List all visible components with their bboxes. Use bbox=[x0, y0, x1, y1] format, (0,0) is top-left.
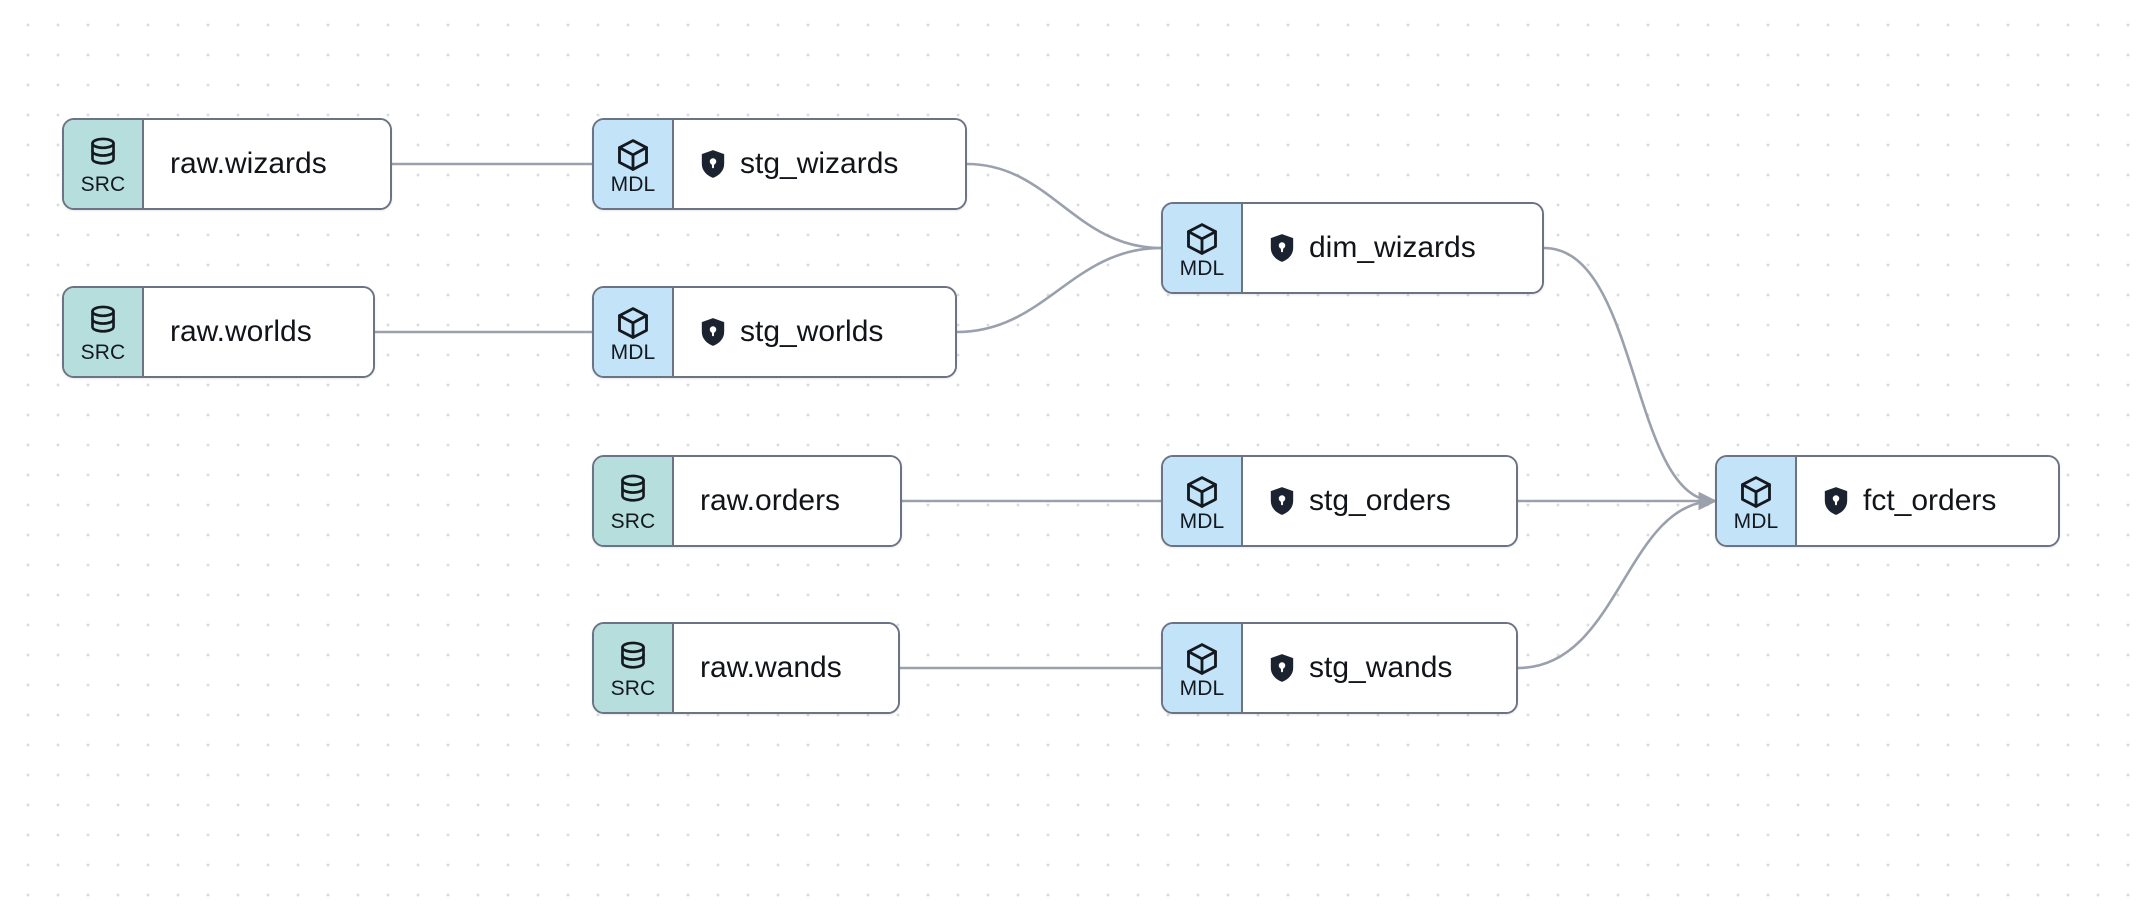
node-body-raw_orders: raw.orders bbox=[674, 457, 900, 545]
node-label: raw.orders bbox=[700, 484, 841, 517]
lineage-node-raw_orders[interactable]: SRC raw.orders bbox=[592, 455, 902, 547]
node-type-badge-fct_orders: MDL bbox=[1717, 457, 1797, 545]
node-type-badge-raw_wizards: SRC bbox=[64, 120, 144, 208]
node-type-badge-raw_wands: SRC bbox=[594, 624, 674, 712]
cube-icon bbox=[1187, 223, 1217, 255]
lineage-node-stg_worlds[interactable]: MDL stg_worlds bbox=[592, 286, 957, 378]
node-label: raw.worlds bbox=[170, 315, 312, 348]
lineage-node-raw_wands[interactable]: SRC raw.wands bbox=[592, 622, 900, 714]
database-icon bbox=[621, 474, 645, 502]
node-type-badge-label: MDL bbox=[610, 173, 656, 196]
node-body-stg_wizards: stg_wizards bbox=[674, 120, 965, 208]
node-label: raw.wands bbox=[700, 651, 842, 684]
node-type-badge-label: SRC bbox=[80, 173, 126, 196]
cube-icon bbox=[1187, 643, 1217, 675]
node-body-fct_orders: fct_orders bbox=[1797, 457, 2058, 545]
node-label: stg_wizards bbox=[740, 147, 899, 180]
node-type-badge-label: SRC bbox=[610, 677, 656, 700]
node-type-badge-label: MDL bbox=[1733, 510, 1779, 533]
node-label: dim_wizards bbox=[1309, 231, 1476, 264]
lineage-node-stg_orders[interactable]: MDL stg_orders bbox=[1161, 455, 1518, 547]
node-type-badge-label: MDL bbox=[1179, 257, 1225, 280]
shield-lock-icon bbox=[1270, 234, 1294, 262]
database-icon bbox=[91, 137, 115, 165]
cube-icon bbox=[1187, 476, 1217, 508]
shield-lock-icon bbox=[1824, 487, 1848, 515]
node-label: stg_orders bbox=[1309, 484, 1451, 517]
node-body-stg_wands: stg_wands bbox=[1243, 624, 1516, 712]
node-label: fct_orders bbox=[1863, 484, 1997, 517]
node-body-raw_worlds: raw.worlds bbox=[144, 288, 373, 376]
edge-stg-wands-fct-orders bbox=[1516, 491, 1717, 670]
lineage-node-fct_orders[interactable]: MDL fct_orders bbox=[1715, 455, 2060, 547]
node-type-badge-label: SRC bbox=[610, 510, 656, 533]
shield-lock-icon bbox=[1270, 487, 1294, 515]
node-type-badge-label: MDL bbox=[1179, 677, 1225, 700]
node-body-raw_wands: raw.wands bbox=[674, 624, 898, 712]
node-label: stg_wands bbox=[1309, 651, 1453, 684]
node-type-badge-raw_worlds: SRC bbox=[64, 288, 144, 376]
node-type-badge-dim_wizards: MDL bbox=[1163, 204, 1243, 292]
node-type-badge-raw_orders: SRC bbox=[594, 457, 674, 545]
cube-icon bbox=[1741, 476, 1771, 508]
edge-dim-wizards-fct-orders bbox=[1542, 246, 1717, 511]
database-icon bbox=[621, 641, 645, 669]
lineage-node-raw_wizards[interactable]: SRC raw.wizards bbox=[62, 118, 392, 210]
node-body-dim_wizards: dim_wizards bbox=[1243, 204, 1542, 292]
edge-stg-worlds-dim-wizards bbox=[955, 246, 1163, 334]
lineage-node-raw_worlds[interactable]: SRC raw.worlds bbox=[62, 286, 375, 378]
database-icon bbox=[91, 305, 115, 333]
edge-stg-wizards-dim-wizards bbox=[965, 162, 1163, 250]
node-type-badge-label: SRC bbox=[80, 341, 126, 364]
node-label: stg_worlds bbox=[740, 315, 884, 348]
node-type-badge-stg_orders: MDL bbox=[1163, 457, 1243, 545]
node-body-stg_orders: stg_orders bbox=[1243, 457, 1516, 545]
shield-lock-icon bbox=[701, 318, 725, 346]
cube-icon bbox=[618, 139, 648, 171]
node-type-badge-stg_wands: MDL bbox=[1163, 624, 1243, 712]
node-type-badge-stg_wizards: MDL bbox=[594, 120, 674, 208]
lineage-node-stg_wands[interactable]: MDL stg_wands bbox=[1161, 622, 1518, 714]
lineage-node-dim_wizards[interactable]: MDL dim_wizards bbox=[1161, 202, 1544, 294]
node-type-badge-stg_worlds: MDL bbox=[594, 288, 674, 376]
node-body-stg_worlds: stg_worlds bbox=[674, 288, 955, 376]
shield-lock-icon bbox=[1270, 654, 1294, 682]
cube-icon bbox=[618, 307, 648, 339]
lineage-node-stg_wizards[interactable]: MDL stg_wizards bbox=[592, 118, 967, 210]
node-label: raw.wizards bbox=[170, 147, 327, 180]
node-body-raw_wizards: raw.wizards bbox=[144, 120, 390, 208]
node-type-badge-label: MDL bbox=[610, 341, 656, 364]
shield-lock-icon bbox=[701, 150, 725, 178]
node-type-badge-label: MDL bbox=[1179, 510, 1225, 533]
